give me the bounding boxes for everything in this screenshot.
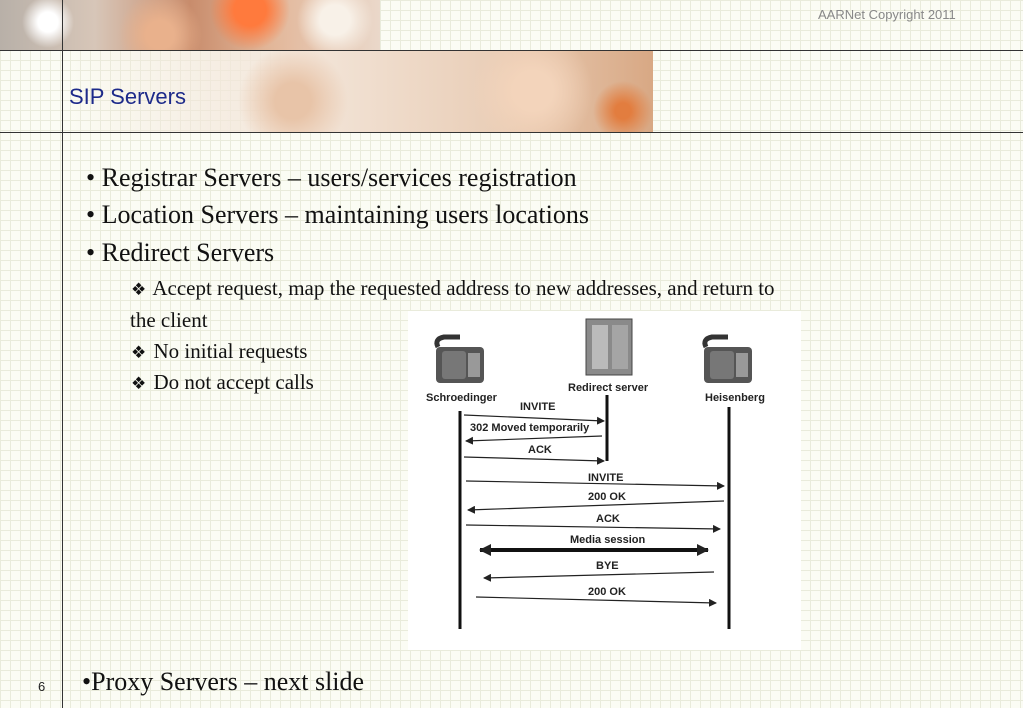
message-arrow — [465, 524, 721, 533]
copyright-text: AARNet Copyright 2011 — [818, 7, 956, 22]
sip-redirect-sequence-diagram: Schroedinger Redirect server Heisenberg … — [408, 311, 801, 650]
message-label: Media session — [570, 534, 645, 546]
phone-icon — [702, 334, 752, 383]
sub-bullet-accept-request: ❖ Accept request, map the requested addr… — [131, 276, 775, 301]
message-arrow — [475, 596, 717, 607]
bullet-proxy: •Proxy Servers – next slide — [82, 667, 365, 696]
participant-right-label: Heisenberg — [705, 392, 765, 404]
page-number: 6 — [38, 679, 46, 694]
message-arrow — [463, 414, 605, 425]
sequence-diagram-svg: Schroedinger Redirect server Heisenberg … — [426, 318, 765, 629]
message-arrow — [467, 500, 725, 514]
diamond-bullet-icon: ❖ — [131, 374, 147, 393]
diamond-bullet-icon: ❖ — [131, 280, 147, 299]
bullet-registrar: • Registrar Servers – users/services reg… — [86, 163, 577, 192]
participant-left-label: Schroedinger — [426, 392, 498, 404]
sub-bullet-text: Do not accept calls — [153, 370, 314, 394]
diamond-bullet-icon: ❖ — [131, 343, 147, 362]
message-label: INVITE — [588, 472, 623, 484]
slide-title: SIP Servers — [69, 84, 186, 109]
message-label: BYE — [596, 560, 619, 572]
sub-bullet-text: Accept request, map the requested addres… — [152, 276, 775, 300]
left-margin-divider — [62, 0, 63, 708]
message-arrow — [463, 456, 605, 465]
message-label: 200 OK — [588, 491, 626, 503]
bullet-redirect: • Redirect Servers — [86, 238, 275, 267]
title-banner-image — [63, 51, 653, 132]
sub-bullet-no-initial-requests: ❖ No initial requests — [131, 339, 307, 364]
server-icon — [585, 318, 633, 376]
header-divider — [0, 50, 1023, 51]
sub-bullet-continuation: the client — [130, 308, 208, 332]
bullet-location: • Location Servers – maintaining users l… — [86, 200, 589, 229]
message-label: 302 Moved temporarily — [470, 422, 590, 434]
header-banner-image — [0, 0, 380, 50]
message-label: ACK — [528, 444, 552, 456]
message-label: INVITE — [520, 401, 555, 413]
message-arrow — [483, 571, 715, 582]
title-divider — [0, 132, 1023, 133]
sub-bullet-no-accept-calls: ❖ Do not accept calls — [131, 370, 314, 395]
message-label: ACK — [596, 513, 620, 525]
phone-icon — [434, 334, 484, 383]
participant-middle-label: Redirect server — [568, 382, 649, 394]
sub-bullet-text: No initial requests — [153, 339, 308, 363]
message-arrow — [465, 435, 603, 445]
message-label: 200 OK — [588, 586, 626, 598]
message-arrow — [465, 480, 725, 490]
